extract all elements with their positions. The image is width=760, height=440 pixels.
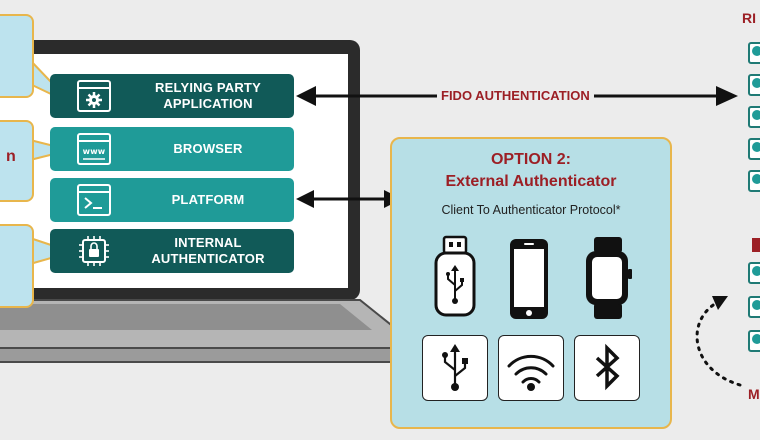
smartphone-icon	[508, 237, 550, 321]
right-list-item-1	[748, 42, 760, 64]
option-2-external-authenticator-panel: OPTION 2: External Authenticator Client …	[390, 137, 672, 429]
laptop-front-edge	[0, 347, 421, 363]
usb-icon	[442, 344, 468, 391]
right-bottom-letter-fragment: M	[748, 386, 760, 402]
callout-middle: n	[0, 120, 34, 202]
right-list-item-4	[748, 138, 760, 160]
platform-arrow-left-head	[296, 190, 314, 208]
ctap-subtitle: Client To Authenticator Protocol*	[441, 203, 621, 217]
internal-authenticator-block: INTERNAL AUTHENTICATOR	[50, 229, 294, 273]
fido-arrow-right-head	[716, 86, 738, 106]
svg-text:www: www	[83, 147, 106, 156]
platform-block: PLATFORM	[50, 178, 294, 222]
fido-arrow-left-head	[296, 86, 316, 106]
browser-label: BROWSER	[173, 141, 243, 156]
callout-middle-text: n	[6, 148, 16, 165]
right-list-item-5	[748, 170, 760, 192]
browser-block: www BROWSER	[50, 127, 294, 171]
callout-top	[0, 14, 34, 98]
right-list-item-7	[748, 296, 760, 318]
internal-authenticator-label: INTERNAL AUTHENTICATOR	[130, 235, 286, 267]
platform-label: PLATFORM	[171, 192, 245, 207]
callout-bottom	[0, 224, 34, 308]
right-middle-heading-fragment	[752, 238, 760, 252]
usb-protocol-tile	[422, 335, 488, 401]
dotted-curve-arrow	[695, 300, 742, 387]
internal-line2: AUTHENTICATOR	[151, 251, 265, 266]
right-list-item-6	[748, 262, 760, 284]
relying-party-line2: APPLICATION	[163, 96, 253, 111]
relying-party-label: RELYING PARTY APPLICATION	[130, 80, 286, 112]
right-list-item-8	[748, 330, 760, 352]
bluetooth-protocol-tile	[574, 335, 640, 401]
option-2-title-line1: OPTION 2:	[490, 151, 571, 168]
chip-lock-icon	[76, 234, 112, 268]
right-top-heading-fragment: RI	[742, 10, 756, 26]
nfc-protocol-tile	[498, 335, 564, 401]
relying-party-application-block: RELYING PARTY APPLICATION	[50, 74, 294, 118]
right-list-item-2	[748, 74, 760, 96]
option-2-title-line2: External Authenticator	[445, 173, 617, 190]
nfc-icon	[507, 354, 555, 391]
settings-window-icon	[76, 79, 112, 113]
relying-party-line1: RELYING PARTY	[155, 80, 261, 95]
right-list-item-3	[748, 106, 760, 128]
internal-line1: INTERNAL	[174, 235, 242, 250]
bluetooth-icon	[595, 343, 620, 391]
smartwatch-icon	[582, 235, 634, 321]
fido-authentication-label: FIDO AUTHENTICATION	[437, 88, 594, 103]
usb-key-icon	[428, 235, 482, 319]
laptop-keyboard	[0, 304, 372, 330]
browser-window-icon: www	[76, 132, 112, 166]
terminal-window-icon	[76, 183, 112, 217]
dotted-curve-arrow-head	[712, 296, 728, 310]
